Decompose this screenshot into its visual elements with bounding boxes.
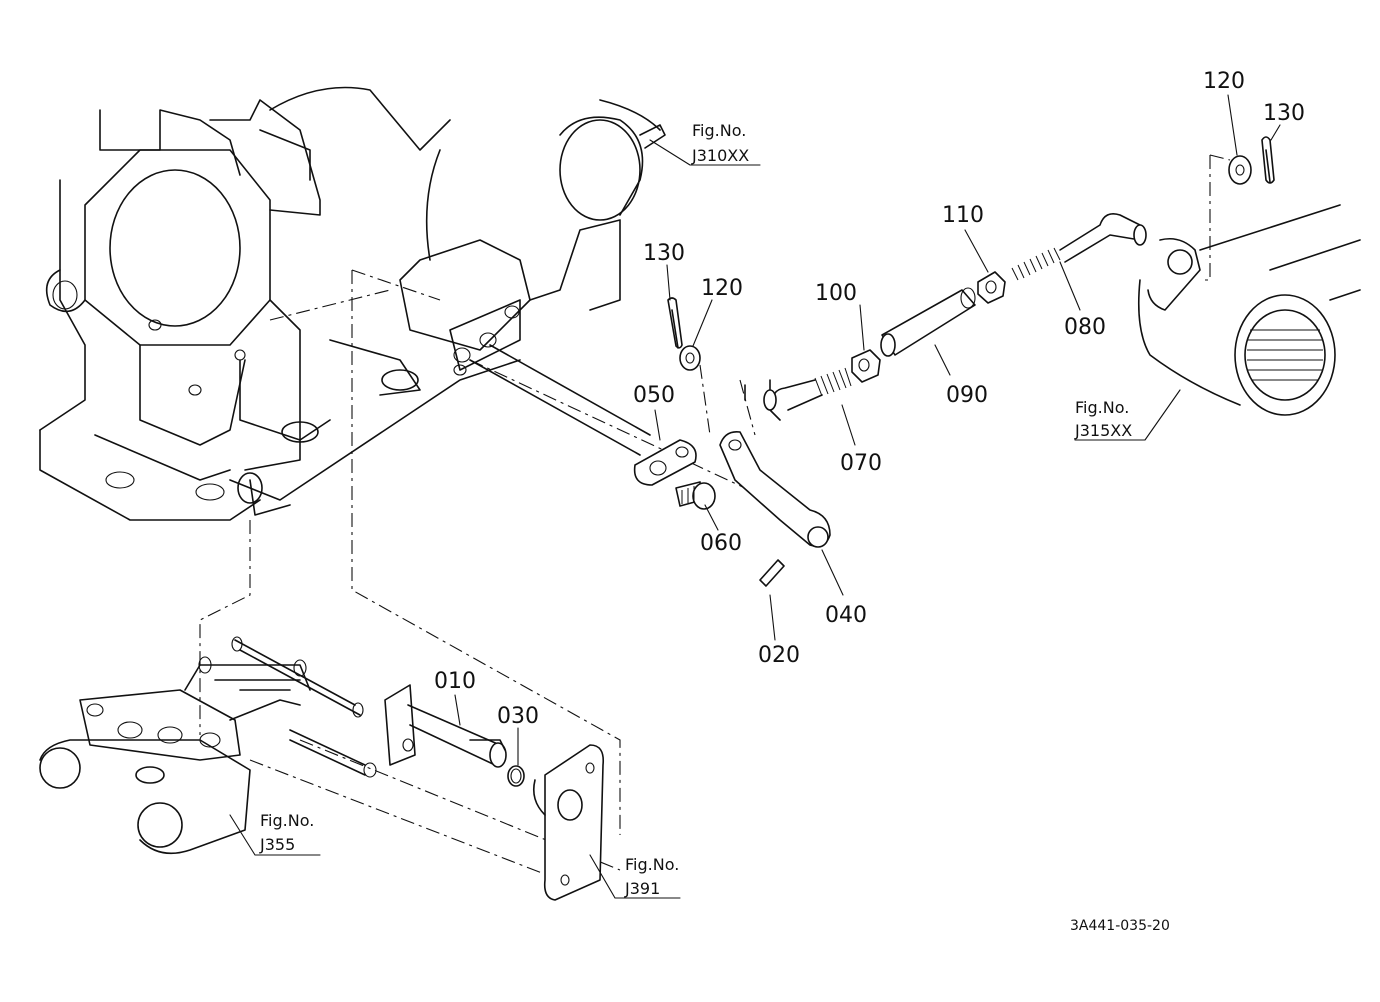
callout-leaders [229,94,1281,899]
callout-030: 030 [497,704,539,729]
part-130-cotter-right [1261,136,1275,184]
callout-120-right: 120 [1203,69,1245,94]
part-100-nut [851,349,881,383]
fig-ref-j391-line1: Fig.No. [625,855,679,874]
callout-070: 070 [840,451,882,476]
transmission-housing [39,86,666,521]
callout-labels: 010 030 020 040 050 060 070 080 090 100 … [434,69,1305,729]
callout-130-left: 130 [643,241,685,266]
part-120-washer-left [679,345,701,371]
callout-130-right: 130 [1263,101,1305,126]
callout-010: 010 [434,669,476,694]
fig-ref-j310-line1: Fig.No. [692,121,746,140]
callout-100: 100 [815,281,857,306]
fig-ref-j355-line1: Fig.No. [260,811,314,830]
fig-ref-j315-line1: Fig.No. [1075,398,1129,417]
callout-050: 050 [633,383,675,408]
callout-080: 080 [1064,315,1106,340]
part-050-plate [633,439,697,486]
callout-020: 020 [758,643,800,668]
part-120-washer-right [1228,155,1252,185]
part-130-cotter-left [667,297,683,349]
callout-040: 040 [825,603,867,628]
part-110-nut [977,271,1006,304]
leader-lines [199,154,1231,881]
part-080-rod [1011,212,1147,281]
figure-references: Fig.No. J310XX Fig.No. J315XX Fig.No. J3… [259,121,1132,898]
fig-ref-j391-line2: J391 [624,879,660,898]
part-060-bolt [675,481,716,510]
lift-arm-hub [1137,204,1361,416]
part-040-arm [719,379,831,548]
callout-120-left: 120 [701,276,743,301]
fig-ref-j310-line2: J310XX [691,146,749,165]
part-030-oring [507,765,525,787]
drawing-code: 3A441-035-20 [1070,918,1170,934]
shaft-rod [469,344,651,456]
part-090-sleeve [880,287,976,357]
fig-ref-j315-line2: J315XX [1074,421,1132,440]
part-020-pin [759,559,785,587]
part-010-shaft [384,684,507,768]
cover-plate-j391 [532,744,605,901]
fig-ref-j355-line2: J355 [259,835,295,854]
callout-110: 110 [942,203,984,228]
valve-body [39,636,377,855]
callout-090: 090 [946,383,988,408]
part-070-rod [763,367,852,411]
callout-060: 060 [700,531,742,556]
